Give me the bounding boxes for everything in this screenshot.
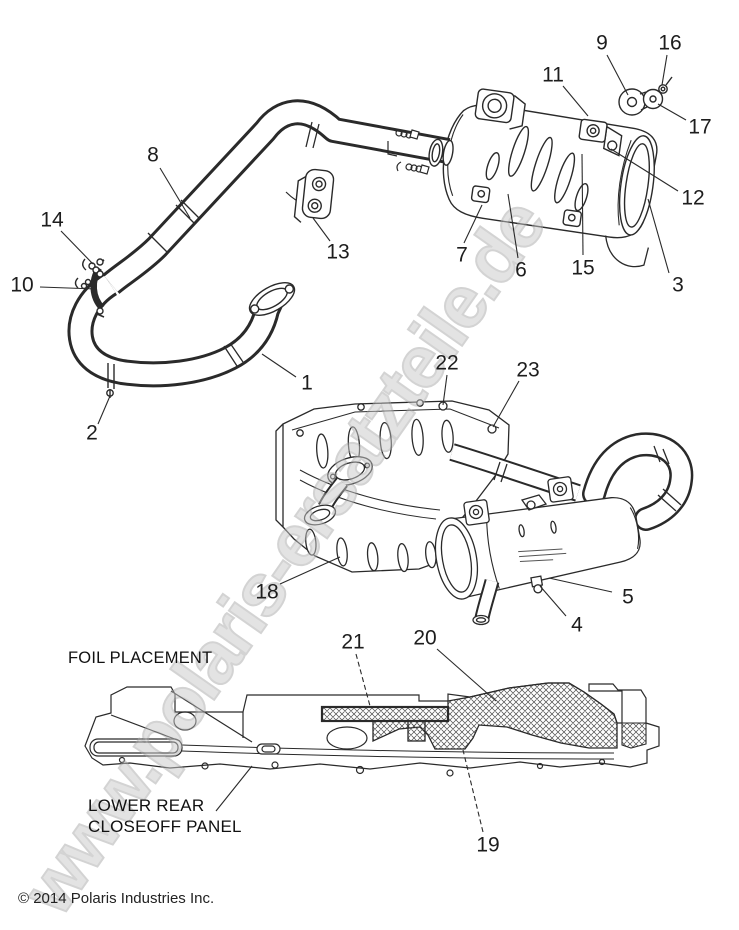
foil-region-right bbox=[621, 722, 647, 749]
foil-small-block bbox=[407, 720, 426, 742]
mount-bracket-13 bbox=[285, 168, 335, 223]
muffler-hanger-strap bbox=[604, 235, 650, 268]
bolt-16 bbox=[658, 76, 673, 94]
muffler-drawing bbox=[442, 76, 673, 268]
muffler-bolt-pads bbox=[470, 185, 582, 228]
closeoff-panel-drawing bbox=[84, 682, 660, 812]
drain-plug bbox=[530, 575, 544, 594]
shield-screw-22 bbox=[438, 401, 448, 411]
muffler-front-bracket bbox=[474, 88, 526, 130]
head-pipe-drawing bbox=[67, 99, 454, 398]
pipe-clamp-a bbox=[463, 499, 490, 526]
foil-strip-21 bbox=[320, 705, 450, 723]
label-foil-placement: FOIL PLACEMENT bbox=[68, 649, 213, 667]
silencer-outlet-pipe bbox=[472, 579, 500, 626]
label-lower-rear-line1: LOWER REAR bbox=[88, 796, 205, 815]
tailpipe-elbow bbox=[582, 432, 694, 531]
foil-region-20 bbox=[372, 682, 618, 750]
label-lower-rear-closeoff: LOWER REAR CLOSEOFF PANEL bbox=[88, 795, 242, 837]
closeoff-label-leader bbox=[215, 765, 253, 812]
label-lower-rear-line2: CLOSEOFF PANEL bbox=[88, 817, 242, 836]
spring-bolts bbox=[387, 127, 430, 175]
copyright-text: © 2014 Polaris Industries Inc. bbox=[18, 890, 215, 907]
rear-silencer bbox=[434, 497, 641, 600]
clamp-2 bbox=[106, 363, 115, 398]
assembly-drawing bbox=[275, 399, 694, 626]
pipe-clamp-b bbox=[547, 476, 574, 503]
muffler-shield-discs bbox=[618, 88, 664, 116]
muffler-rear-bracket bbox=[578, 118, 623, 157]
silencer-label-lines bbox=[518, 548, 567, 563]
front-pipe-flange bbox=[248, 282, 296, 316]
shield-inlet-flange bbox=[327, 456, 373, 486]
panel-latch bbox=[256, 743, 281, 755]
inlet-gasket bbox=[428, 138, 454, 167]
shield-screw-23 bbox=[487, 424, 497, 434]
